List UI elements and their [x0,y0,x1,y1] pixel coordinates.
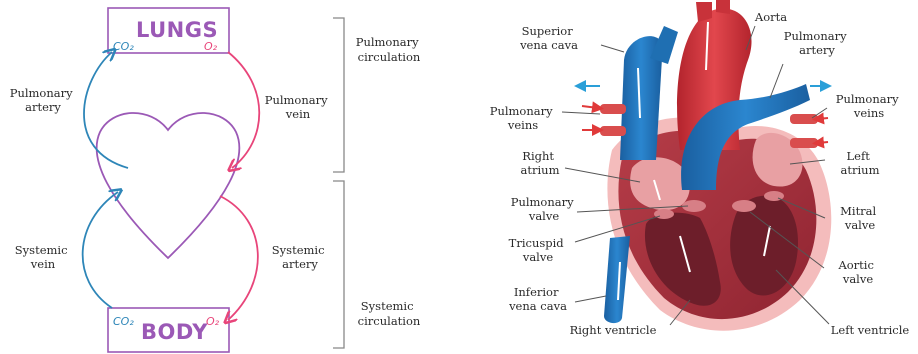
label-mitral-valve: Mitral valve [840,204,880,232]
flow-arrow-right-in-2 [818,142,828,143]
label-tricuspid-valve: Tricuspid valve [509,236,568,264]
label-systemic-circulation: Systemic circulation [358,299,421,328]
lungs-title: LUNGS [136,18,218,42]
lungs-o2-label: O₂ [204,40,218,53]
pulmonary-circulation-bracket [333,18,344,172]
left-circulation-diagram: CO₂ LUNGS O₂ CO₂ BODY O₂ Pulmonary arter… [10,8,423,352]
aortic-valve-shape [732,200,756,212]
label-systemic-artery: Systemic artery [272,243,328,271]
label-pulmonary-vein: Pulmonary vein [265,93,332,121]
label-right-atrium: Right atrium [521,149,560,177]
label-aorta: Aorta [754,10,787,24]
pulmonary-vein-arrow [228,52,259,168]
label-aortic-valve: Aortic valve [837,258,877,286]
label-right-ventricle: Right ventricle [570,323,657,337]
label-pulmonary-circulation: Pulmonary circulation [356,35,423,64]
lungs-co2-label: CO₂ [113,40,134,53]
heart-anatomy-diagram: Aorta Superior vena cava Pulmonary arter… [490,0,910,337]
pulmonary-vein-right-1 [790,114,818,124]
label-pulmonary-veins-right: Pulmonary veins [836,92,903,120]
label-pulmonary-artery: Pulmonary artery [10,86,77,114]
inferior-vena-cava-vessel [604,236,630,323]
body-co2-label: CO₂ [113,315,134,328]
label-superior-vena-cava: Superior vena cava [519,24,578,52]
body-title: BODY [141,320,208,344]
systemic-artery-arrow [220,196,258,320]
label-pulmonary-veins-left: Pulmonary veins [490,104,557,132]
aorta-branch-2 [716,0,730,14]
label-pulmonary-artery-heart: Pulmonary artery [784,29,851,57]
systemic-circulation-bracket [333,181,344,348]
label-left-ventricle: Left ventricle [831,323,910,337]
body-o2-label: O₂ [206,315,220,328]
label-inferior-vena-cava: Inferior vena cava [508,285,567,313]
heart-outline [97,113,240,258]
pulmonary-artery-arrow [84,52,128,168]
lungs-box: CO₂ LUNGS O₂ [108,8,229,53]
tricuspid-valve-shape [654,209,674,219]
pulmonary-vein-left-2 [600,126,626,136]
label-pulmonary-valve: Pulmonary valve [511,195,578,223]
pulmonary-vein-left-1 [600,104,626,114]
label-left-atrium: Left atrium [841,149,880,177]
body-box: CO₂ BODY O₂ [108,308,229,352]
systemic-vein-arrow [83,192,118,308]
flow-arrow-left-in-1 [582,106,598,108]
flow-arrow-right-in-1 [818,118,828,119]
pulmonary-vein-right-2 [790,138,818,148]
label-systemic-vein: Systemic vein [15,243,71,271]
